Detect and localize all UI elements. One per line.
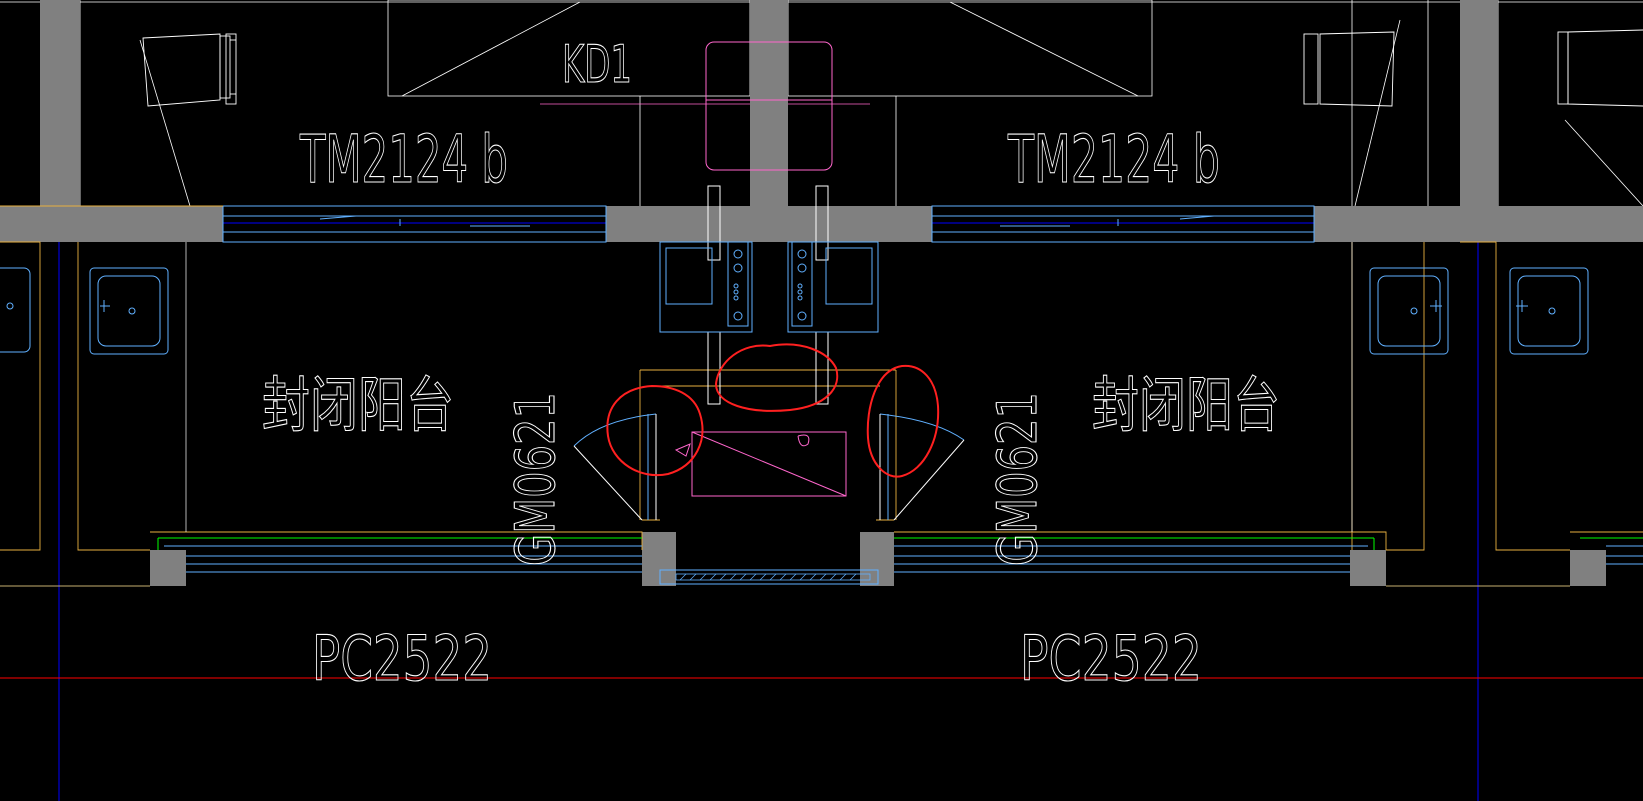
wall-horizontal-left: [0, 206, 223, 242]
pink-fixture-top: [705, 41, 833, 171]
pier-bottom-5: [1570, 550, 1606, 586]
label-door-left: TM2124 b: [299, 121, 508, 198]
wall-horizontal-right: [1314, 206, 1643, 242]
markup-circle-right: [866, 364, 940, 478]
sink-3: [1509, 267, 1589, 355]
label-room-left: 封闭阳台: [262, 371, 454, 441]
fixture-top-left: [142, 33, 237, 107]
markup-circle-center: [714, 343, 839, 412]
sink-2: [1369, 267, 1449, 355]
center-threshold: [659, 569, 879, 585]
label-door-gm-right: GM0621: [986, 392, 1049, 566]
pier-bottom-1: [150, 550, 186, 586]
balcony-thin-lines: [185, 242, 1353, 532]
label-window-left: PC2522: [312, 622, 492, 695]
label-door-right: TM2124 b: [1007, 121, 1220, 198]
pier-bottom-2: [642, 532, 676, 586]
pier-bottom-4: [1350, 550, 1386, 586]
wall-horizontal-center: [606, 206, 932, 242]
red-markups: [606, 343, 940, 478]
label-window-right: PC2522: [1020, 622, 1202, 695]
pink-box-center: [674, 431, 847, 497]
walls: [0, 0, 1643, 586]
door-swing-left: [573, 413, 657, 521]
pier-bottom-3: [860, 532, 894, 586]
wall-right-column: [1460, 0, 1498, 206]
stove-left: [659, 241, 753, 333]
fixture-top-right: [1303, 31, 1395, 107]
wall-left-column: [40, 0, 80, 206]
label-room-right: 封闭阳台: [1092, 371, 1280, 441]
markup-circle-left: [606, 384, 704, 477]
stove-right: [787, 241, 879, 333]
sink-left-partial: [0, 267, 31, 353]
label-door-gm-left: GM0621: [504, 392, 567, 566]
fixture-top-far-right: [1557, 29, 1643, 107]
wall-center-column: [750, 0, 788, 206]
upper-door-openings: [222, 205, 1315, 243]
door-swing-right: [879, 413, 965, 521]
window-glass-lines: [0, 537, 1643, 587]
sink-1: [89, 267, 169, 355]
label-door-top: KD1: [562, 35, 632, 95]
